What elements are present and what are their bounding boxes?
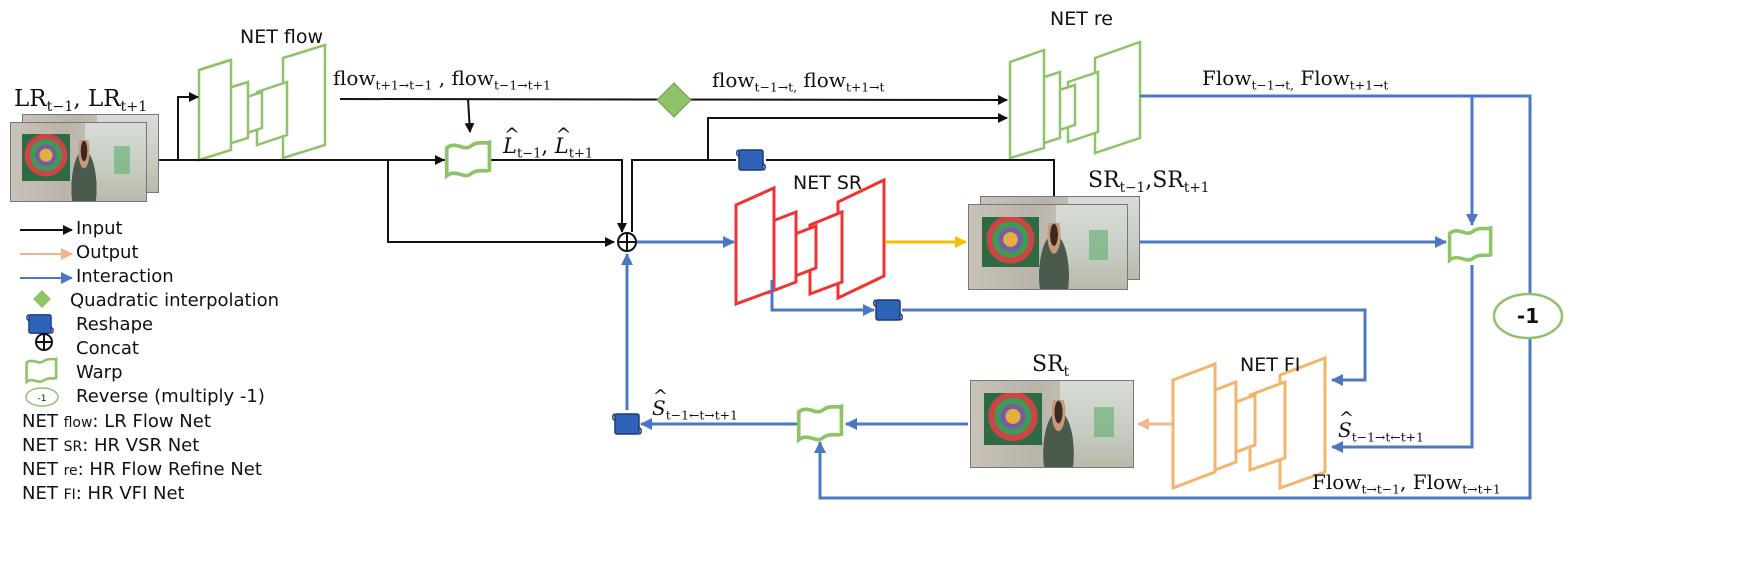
svg-text:-1: -1 (38, 394, 47, 404)
flow-reverse-label: Flowt→t−1, Flowt→t+1 (1312, 470, 1501, 497)
warp-icon-right (1447, 226, 1493, 263)
reverse-node-label: -1 (1517, 304, 1539, 328)
sr-frame-front (968, 204, 1128, 290)
interaction-edges (621, 94, 1532, 500)
s-warped-label: St−1←t→t+1 (652, 396, 738, 422)
flow-lr-label: flowt+1→t−1 , flowt−1→t+1 (333, 66, 551, 93)
sr-t-label: SRt (1032, 352, 1070, 380)
lr-input-label: LRt−1, LRt+1 (14, 86, 148, 115)
legend-concat: Concat (76, 338, 139, 359)
reshape-icon-bottom (612, 413, 642, 435)
flow-refined-label: Flowt−1→t, Flowt+1→t (1202, 66, 1389, 93)
legend-output: Output (76, 242, 139, 263)
reshape-icon-top (736, 149, 766, 171)
legend-symbols: -1 (20, 225, 73, 407)
legend-def-sr: NET SR: HR VSR Net (22, 435, 200, 456)
net-flow-block (197, 43, 327, 162)
net-sr-label: NET SR (793, 172, 863, 194)
concat-circle-plus (617, 232, 637, 252)
net-fi-block (1171, 355, 1327, 491)
sr-neighbors-label: SRt−1,SRt+1 (1088, 168, 1210, 196)
net-fi-label: NET FI (1240, 354, 1301, 376)
legend-warp: Warp (76, 362, 123, 383)
warped-l-label: Lt−1, Lt+1 (503, 134, 593, 162)
s-fi-label: St−1→t←t+1 (1338, 418, 1424, 444)
reshape-icon-mid (873, 299, 903, 321)
lr-frame-front (10, 122, 147, 202)
quadratic-interpolation-diamond (656, 82, 692, 118)
reverse-ellipse (1492, 292, 1564, 340)
legend-def-re: NET re: HR Flow Refine Net (22, 459, 262, 480)
legend-quadratic: Quadratic interpolation (70, 290, 280, 311)
legend-reverse: Reverse (multiply -1) (76, 386, 265, 407)
net-sr-block (734, 177, 886, 307)
net-flow-label: NET flow (240, 26, 323, 48)
warp-icon-bottom (796, 404, 844, 442)
legend-reshape: Reshape (76, 314, 154, 335)
sr-t-frame (970, 380, 1134, 468)
net-re-block (1008, 40, 1142, 160)
input-edges (158, 92, 1055, 247)
legend-interaction: Interaction (76, 266, 174, 287)
flow-t-label: flowt−1→t, flowt+1→t (712, 68, 885, 95)
net-re-label: NET re (1050, 8, 1113, 30)
legend-def-flow: NET flow: LR Flow Net (22, 411, 211, 432)
legend-input: Input (76, 218, 123, 239)
warp-icon-lr (444, 140, 492, 178)
legend-def-fi: NET FI: HR VFI Net (22, 483, 185, 504)
